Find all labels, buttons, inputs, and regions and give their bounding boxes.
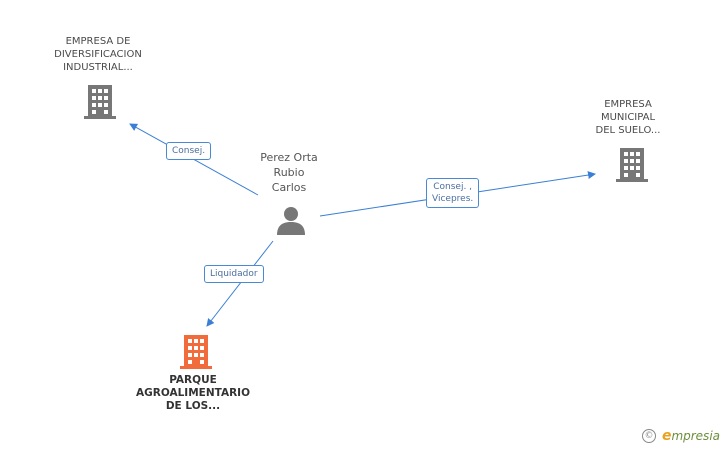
edge-label-text: Vicepres. <box>432 194 474 204</box>
company-name-line: DE LOS... <box>165 400 221 412</box>
edge-label-consej-vicepres[interactable]: Consej. , Vicepres. <box>426 178 480 208</box>
edge-label-text: Consej. <box>172 146 206 156</box>
building-icon[interactable] <box>84 85 116 119</box>
person-icon[interactable] <box>276 205 306 235</box>
edge-label-liquidador[interactable]: Liquidador <box>204 265 264 283</box>
company-name-line: EMPRESA <box>604 99 652 110</box>
brand-logo-e: e <box>661 428 672 444</box>
company-node-top-left[interactable]: EMPRESA DE DIVERSIFICACION INDUSTRIAL... <box>38 35 158 74</box>
person-name-line: Rubio <box>273 166 305 179</box>
company-node-main[interactable]: PARQUE AGROALIMENTARIO DE LOS... <box>128 374 258 413</box>
company-name-line: INDUSTRIAL... <box>63 62 133 73</box>
building-icon[interactable] <box>616 148 648 182</box>
edge-line-to-main <box>206 240 274 327</box>
edge-label-text: Consej. , <box>433 182 473 192</box>
company-node-right[interactable]: EMPRESA MUNICIPAL DEL SUELO... <box>578 98 678 137</box>
company-name-line: DIVERSIFICACION <box>54 49 142 60</box>
person-name-line: Perez Orta <box>260 151 318 164</box>
company-name-line: MUNICIPAL <box>600 112 656 123</box>
company-name-line: PARQUE <box>169 374 217 386</box>
person-name[interactable]: Perez Orta Rubio Carlos <box>241 150 337 195</box>
company-name-line: EMPRESA DE <box>65 36 131 47</box>
building-icon[interactable] <box>180 335 212 369</box>
company-name-line: AGROALIMENTARIO <box>136 387 250 399</box>
copyright-icon: © <box>641 429 656 443</box>
edge-label-text: Liquidador <box>210 269 258 279</box>
company-name-line: DEL SUELO... <box>595 125 661 136</box>
person-name-line: Carlos <box>271 181 307 194</box>
edge-label-consej[interactable]: Consej. <box>166 142 212 160</box>
brand-logo-text: mpresia <box>671 429 720 443</box>
